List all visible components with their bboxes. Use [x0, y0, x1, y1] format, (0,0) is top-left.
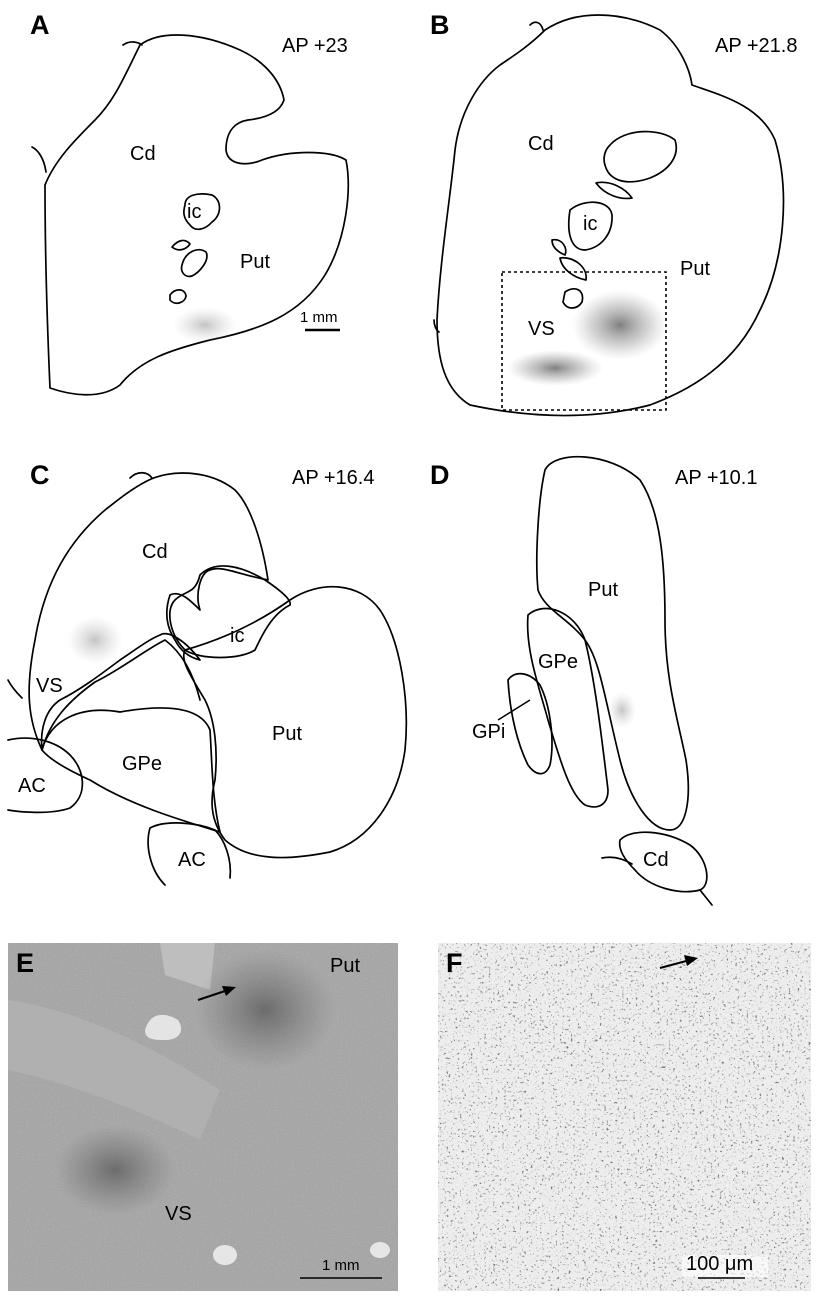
panel-d-gpi-pointer	[497, 699, 531, 721]
panel-a-label-put: Put	[240, 251, 270, 273]
panel-d-ap-label: AP +10.1	[675, 467, 757, 489]
panel-c-ap-label: AP +16.4	[292, 467, 374, 489]
panel-a-label-ic: ic	[187, 201, 201, 223]
panel-c-label-put: Put	[272, 723, 302, 745]
panel-e-dark-focus	[195, 950, 335, 1070]
panel-a-stain	[173, 307, 237, 343]
panel-b-label-put: Put	[680, 258, 710, 280]
panel-c-cut-top	[129, 471, 153, 479]
panel-d-stain	[608, 692, 636, 728]
panel-b-ic-6	[562, 288, 584, 309]
panel-c-caudate-outline	[28, 472, 269, 751]
panel-d-put-outline	[535, 455, 690, 831]
panel-d-gpe-outline	[526, 607, 609, 808]
panel-e-vessel-1	[145, 1014, 182, 1040]
panel-a-ic-1	[183, 193, 221, 231]
panel-d-label-cd: Cd	[643, 849, 669, 871]
panel-b-striatum-outline	[436, 14, 785, 417]
panel-a-ic-2	[171, 239, 191, 251]
panel-d-label-gpi: GPi	[472, 721, 505, 743]
panel-e-scale-label: 1 mm	[322, 1257, 360, 1274]
panel-a-scale-label: 1 mm	[300, 309, 338, 326]
panel-c-ac-bottom	[147, 822, 232, 886]
panel-c-label-ac-bottom: AC	[178, 849, 206, 871]
panel-e-arrow-head	[222, 986, 236, 996]
panel-e: E Put VS 1 mm	[8, 943, 398, 1291]
panel-b: B AP +21.8 Cd ic Put VS	[430, 10, 797, 417]
panel-e-light-band	[160, 943, 215, 990]
panel-a-striatum-outline	[44, 34, 350, 396]
panel-b-label-vs: VS	[528, 318, 555, 340]
panel-a-ic-4	[169, 289, 187, 305]
panel-f-scale-backdrop	[682, 1255, 768, 1277]
panel-a-ap-label: AP +23	[282, 35, 348, 57]
panel-b-ic-2	[595, 181, 633, 200]
panel-d: D AP +10.1 Put GPe GPi Cd	[430, 455, 757, 906]
panel-a-label-cd: Cd	[130, 143, 156, 165]
panel-a-letter: A	[30, 10, 50, 40]
panel-f-arrow-shaft	[659, 959, 691, 969]
panel-b-letter: B	[430, 10, 450, 40]
panel-a-cut-left	[31, 146, 47, 173]
panel-c-label-cd: Cd	[142, 541, 168, 563]
panel-d-cd-tail-right	[699, 889, 713, 906]
panel-b-ic-1	[603, 130, 678, 183]
panel-e-arrow-shaft	[197, 989, 229, 1001]
panel-e-vessel-3	[370, 1242, 390, 1258]
panel-c-letter: C	[30, 460, 50, 490]
panel-b-stain-vs	[507, 350, 603, 386]
panel-a-cut-top	[122, 41, 143, 46]
panel-c-ac-left	[7, 737, 84, 814]
panel-e-light-tract	[8, 1000, 220, 1140]
panel-b-stain-put	[572, 290, 668, 360]
panel-b-ap-label: AP +21.8	[715, 35, 797, 57]
panel-f: F 100 μm	[438, 943, 811, 1291]
panel-c-label-ic: ic	[230, 625, 244, 647]
panel-c-ic-region	[168, 565, 291, 659]
panel-d-label-gpe: GPe	[538, 651, 578, 673]
panel-b-roi-box	[501, 271, 667, 411]
panel-f-arrow-head	[684, 955, 698, 966]
panel-b-label-ic: ic	[583, 213, 597, 235]
panel-b-ic-4	[551, 238, 567, 256]
panel-b-label-cd: Cd	[528, 133, 554, 155]
panel-c-gpe-outline	[41, 707, 221, 833]
panel-a-ic-3	[180, 248, 208, 278]
panel-c-vs-border	[41, 639, 201, 751]
panel-e-vessel-2	[213, 1245, 237, 1265]
panel-c-label-gpe: GPe	[122, 753, 162, 775]
panel-a: A AP +23 Cd ic Put 1 mm	[30, 10, 350, 396]
panel-e-letter: E	[16, 948, 34, 978]
panel-c: C AP +16.4 Cd ic VS Put GPe AC AC	[7, 460, 408, 886]
panel-b-ic-3	[567, 201, 613, 251]
panel-c-stain	[67, 616, 123, 664]
panel-c-label-vs: VS	[36, 675, 63, 697]
panel-f-scale-label: 100 μm	[686, 1253, 753, 1275]
panel-d-gpi-outline	[507, 672, 553, 775]
panel-e-dark-vs	[55, 1125, 175, 1215]
panel-f-letter: F	[446, 948, 463, 978]
panel-c-label-ac-left: AC	[18, 775, 46, 797]
panel-b-cut-top	[529, 21, 544, 31]
panel-d-letter: D	[430, 460, 450, 490]
panel-d-cd-tail-left	[601, 856, 633, 865]
panel-d-label-put: Put	[588, 579, 618, 601]
panel-e-label-put: Put	[330, 955, 360, 977]
panel-b-ic-5	[559, 256, 587, 281]
panel-c-cut-left	[7, 679, 23, 699]
panel-b-cut-left	[433, 319, 440, 333]
panel-f-texture	[438, 943, 811, 1291]
panel-e-label-vs: VS	[165, 1203, 192, 1225]
